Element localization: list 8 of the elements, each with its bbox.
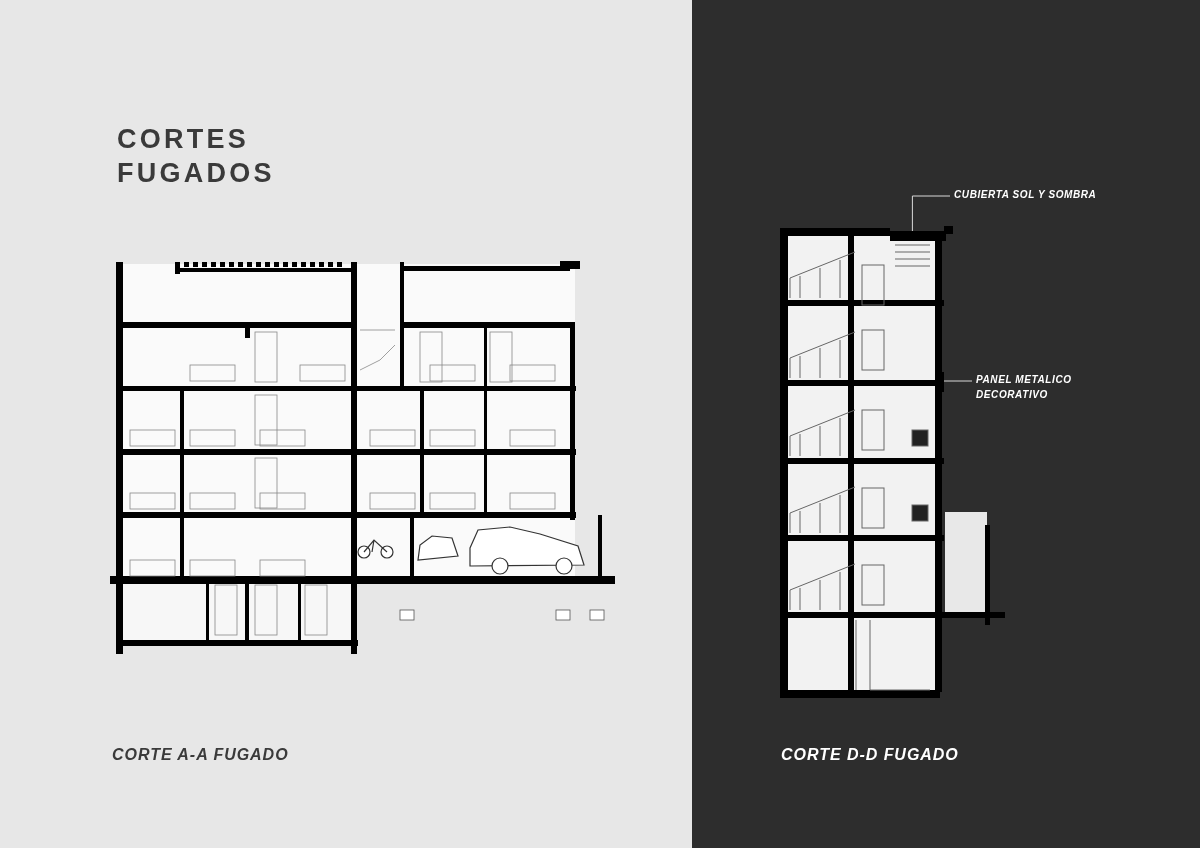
section-caption: CORTE D-D FUGADO <box>781 745 959 765</box>
roof-canopy <box>890 231 946 241</box>
leader-line <box>943 380 973 382</box>
section-caption: CORTE A-A FUGADO <box>112 745 289 765</box>
callout-text: PANEL METALICO DECORATIVO <box>976 373 1073 402</box>
leader-line <box>911 195 951 232</box>
page-title: CORTES FUGADOS <box>117 123 276 190</box>
callout-text: CUBIERTA SOL Y SOMBRA <box>954 188 1098 202</box>
